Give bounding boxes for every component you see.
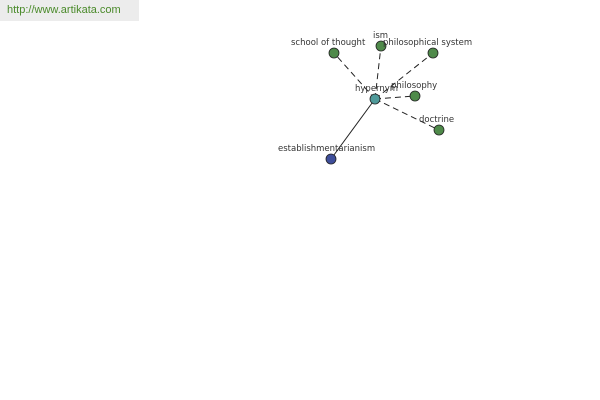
node-label-school-of-thought[interactable]: school of thought: [291, 38, 366, 48]
node-label-ism[interactable]: ism: [373, 31, 388, 41]
node-label-establishmentarianism[interactable]: establishmentarianism: [278, 144, 375, 154]
node-label-philosophy[interactable]: philosophy: [391, 81, 437, 91]
node-hypernym-center[interactable]: [369, 93, 381, 105]
graph-edges: [330, 45, 440, 160]
node-doctrine[interactable]: [433, 124, 445, 136]
artikata-url-link[interactable]: http://www.artikata.com: [0, 0, 139, 21]
node-school-of-thought[interactable]: [328, 47, 340, 59]
node-label-philosophical-system[interactable]: philosophical system: [383, 38, 472, 48]
edge-ism: [374, 45, 382, 100]
node-establishmentarianism[interactable]: [325, 153, 337, 165]
edge-philosophy: [374, 95, 416, 100]
node-label-doctrine[interactable]: doctrine: [419, 115, 454, 125]
edge-establishmentarianism: [330, 98, 376, 160]
edge-school-of-thought: [333, 52, 376, 100]
node-ism[interactable]: [375, 40, 387, 52]
node-philosophical-system[interactable]: [427, 47, 439, 59]
edge-philosophical-system: [374, 52, 434, 100]
node-philosophy[interactable]: [409, 90, 421, 102]
edge-doctrine: [374, 98, 440, 131]
graph-nodes: [325, 40, 445, 165]
node-label-hypernym-center[interactable]: hypernym: [355, 84, 398, 94]
